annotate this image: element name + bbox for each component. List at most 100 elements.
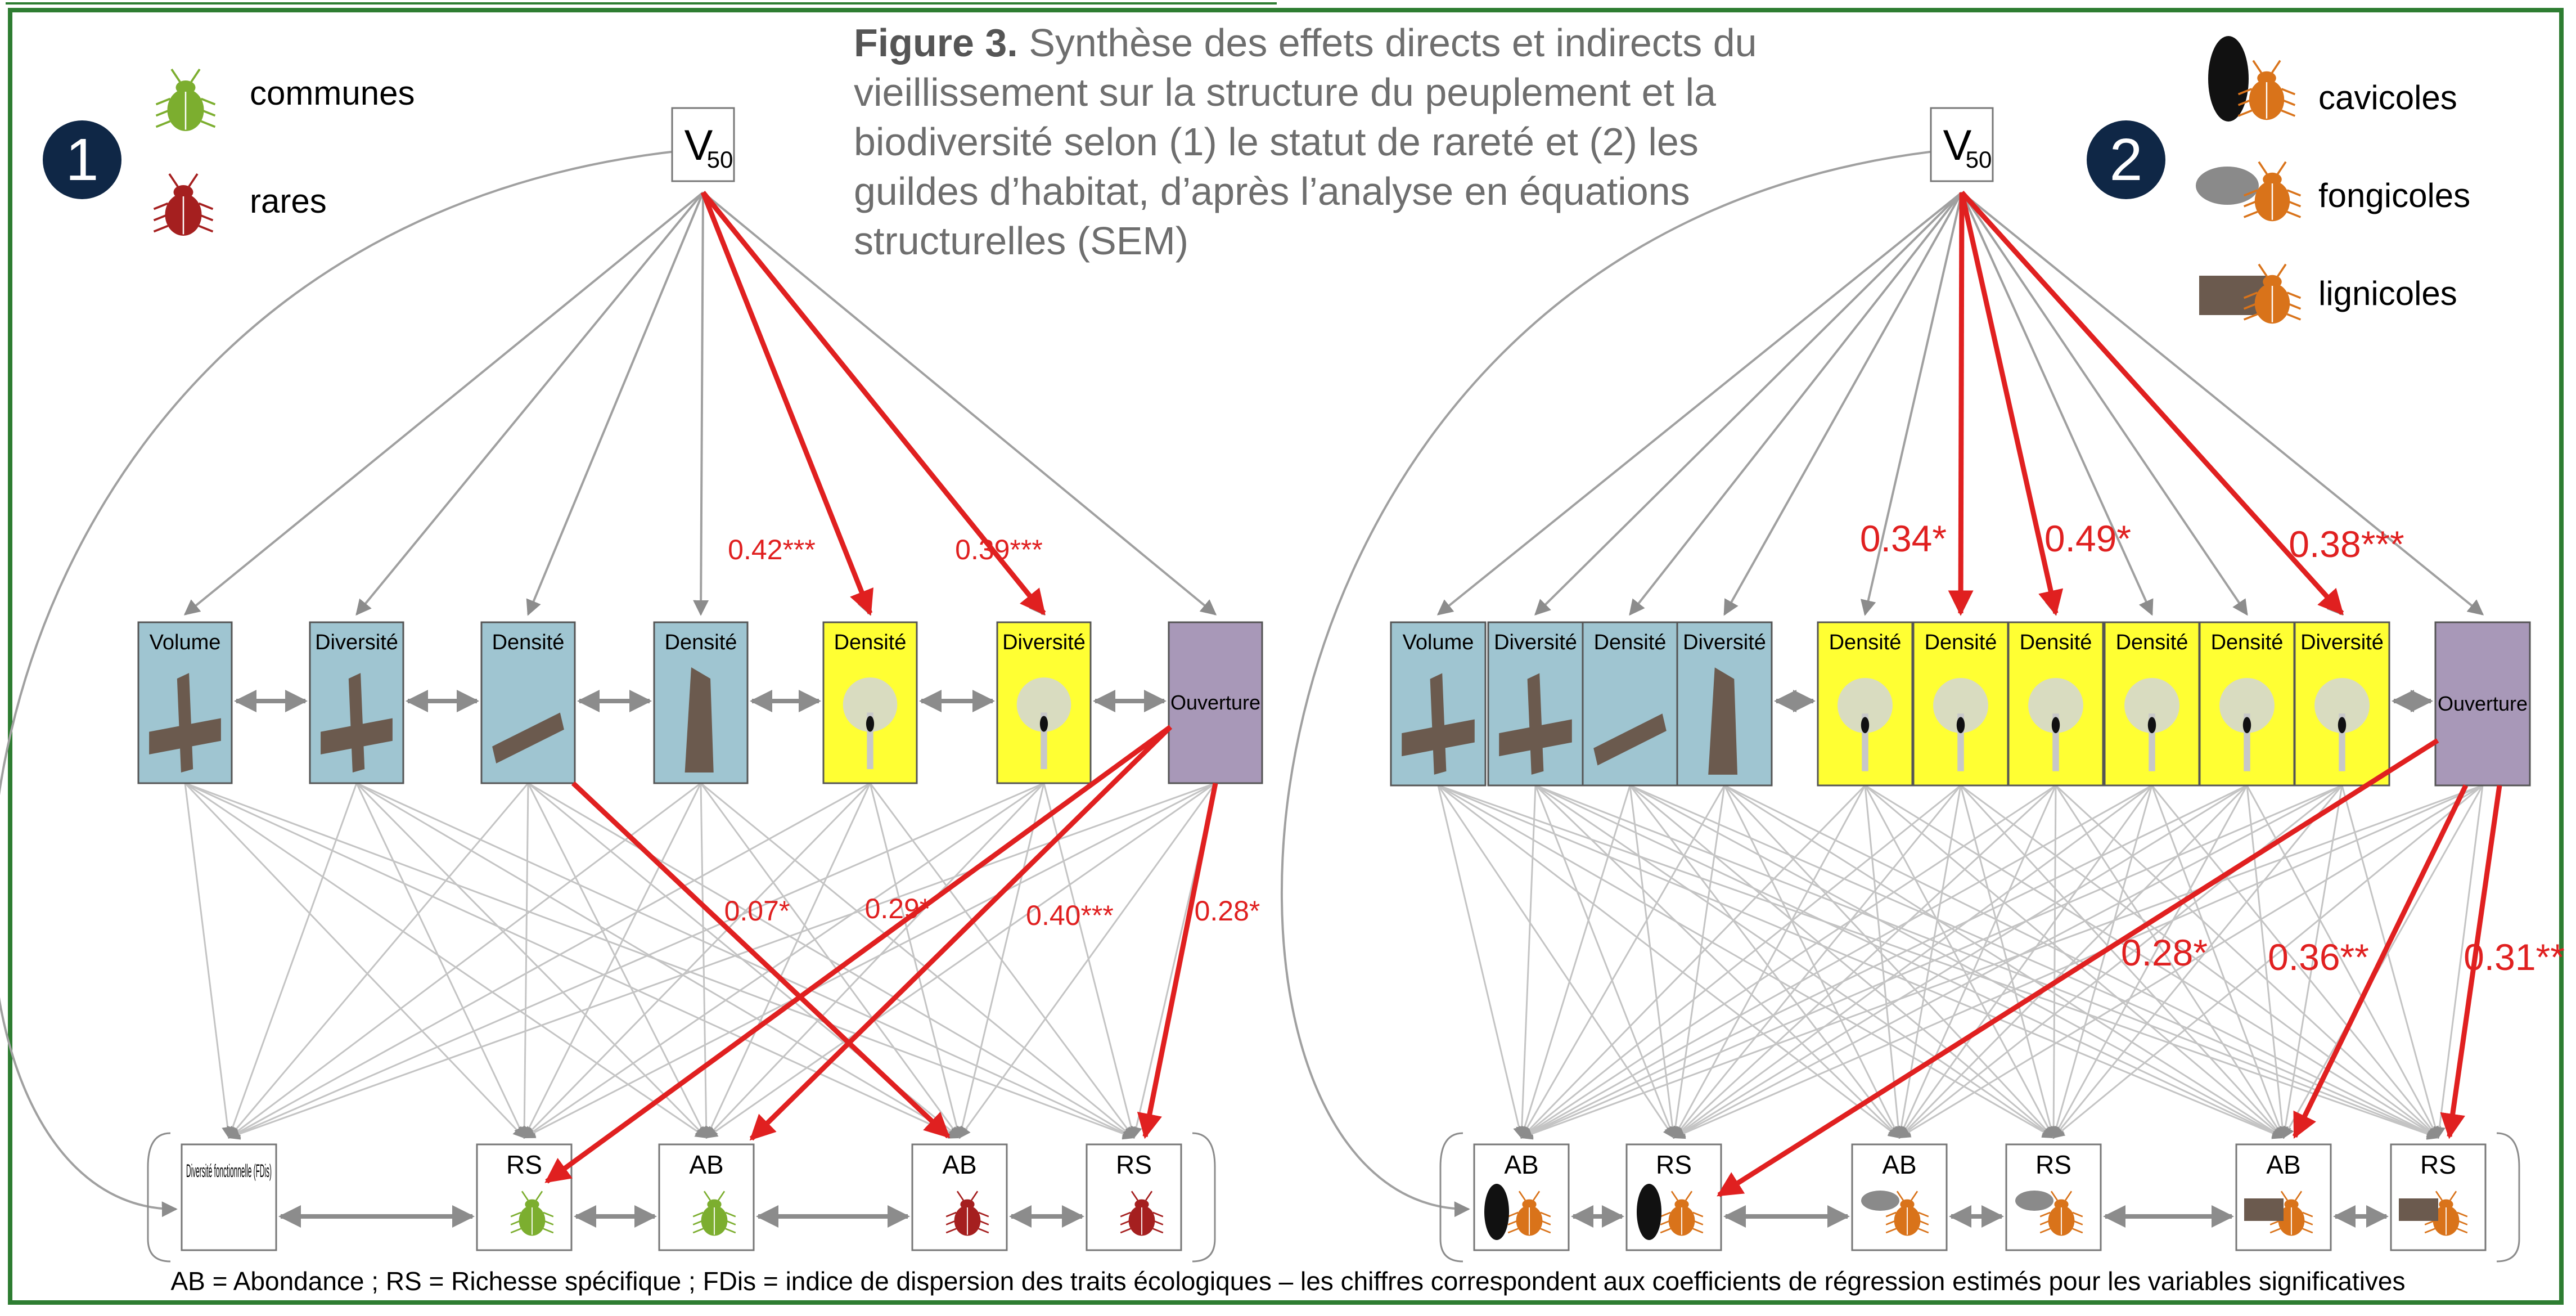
p1-path-root-mid xyxy=(693,192,709,616)
p2-path-mid-bot xyxy=(1629,785,1679,1139)
p1-mid-node-3: Densité xyxy=(653,621,749,784)
cavity-beetle-icon xyxy=(1507,1191,1551,1236)
p2-coef-0: 0.34* xyxy=(1860,518,1947,559)
p2-path-mid-bot xyxy=(1898,785,2153,1139)
p1-path-mid-bot xyxy=(518,783,530,1139)
wood-icon xyxy=(2399,1198,2438,1221)
p1-mid-label-6: Ouverture xyxy=(1170,691,1260,714)
p2-path-mid-bot xyxy=(1534,785,1676,1139)
p2-path-mid-bot xyxy=(1535,784,2439,1139)
p1-coef-4: 0.40*** xyxy=(1026,900,1114,931)
p2-root-box xyxy=(1930,107,1994,182)
p1-path-mid-bot xyxy=(958,783,1217,1139)
p2-badge: 2 xyxy=(2087,120,2165,199)
p1-path-mid-bot xyxy=(228,782,1044,1139)
p2-badge-circle xyxy=(2087,120,2165,199)
p2-path-mid-bot xyxy=(1438,784,1901,1139)
p1-sig-path-1 xyxy=(701,191,1046,616)
p2-mid-node-8: Densité xyxy=(2199,621,2295,787)
p1-path-mid-bot xyxy=(705,783,871,1139)
deadwood-log-icon xyxy=(1499,673,1572,775)
p2-path-root-mid xyxy=(1436,191,1963,616)
p1-sig-path-2 xyxy=(571,781,951,1139)
p1-bot-box-0 xyxy=(181,1143,277,1251)
p2-path-mid-bot xyxy=(1520,785,1726,1139)
habitat-tree-icon xyxy=(1016,677,1071,769)
p2-path-mid-bot xyxy=(1535,784,2285,1139)
p1-path-mid-bot xyxy=(705,782,1216,1139)
p1-path-mid-bot xyxy=(356,782,1135,1139)
p2-path-mid-bot xyxy=(2052,785,2248,1139)
p2-mid-node-2-label: Densité xyxy=(1594,631,1667,654)
p1-path-mid-bot xyxy=(700,782,1135,1139)
beetle-green-icon xyxy=(692,1191,736,1236)
p1-mid-node-1-label: Diversité xyxy=(315,631,398,654)
beetle-green-icon xyxy=(510,1191,554,1236)
p1-root-label: V xyxy=(684,122,713,169)
p2-path-mid-bot xyxy=(1438,784,2439,1140)
p2-path-mid-bot xyxy=(1864,785,1904,1139)
p2-mid-node-4: Densité xyxy=(1817,621,1913,787)
habitat-tree-icon xyxy=(1933,677,1988,771)
p2-mid-node-1-label: Diversité xyxy=(1494,631,1577,654)
p1-root-node: V50 xyxy=(671,107,735,182)
habitat-tree-icon xyxy=(2219,677,2275,771)
snag-icon xyxy=(684,667,714,772)
p1-path-mid-bot xyxy=(228,782,701,1139)
p2-path-mid-bot xyxy=(2341,785,2442,1139)
p1-path-mid-bot xyxy=(227,783,358,1139)
p2-mid-node-7-label: Densité xyxy=(2116,631,2188,654)
p1-path-mid-bot xyxy=(184,782,961,1139)
p1-bot-node-3: AB xyxy=(911,1143,1008,1251)
p1-root-box xyxy=(671,107,735,182)
p2-path-root-mid xyxy=(1534,191,1963,616)
p2-bot-label-0: AB xyxy=(1504,1150,1538,1179)
p2-path-mid-bot xyxy=(1629,784,2439,1139)
p1-bracket-left xyxy=(147,1132,171,1263)
p2-path-mid-bot xyxy=(1723,784,2055,1139)
p1-path-mid-bot xyxy=(527,783,708,1139)
p2-path-mid-bot xyxy=(1438,784,2055,1139)
p2-mid-node-6-label: Densité xyxy=(2020,631,2092,654)
p1-bot-label-2: AB xyxy=(689,1150,723,1179)
p2-path-mid-bot xyxy=(1724,784,2439,1139)
p2-sig-path-4 xyxy=(2292,784,2469,1139)
p1-mid-node-5: Diversité xyxy=(996,621,1092,784)
p2-legend-cavicoles: cavicoles xyxy=(2318,79,2457,116)
p1-path-mid-bot xyxy=(1043,783,1137,1139)
p2-bot-node-0: AB xyxy=(1473,1143,1570,1251)
p2-path-root-curve xyxy=(1280,150,1940,1218)
p1-mid-node-2: Densité xyxy=(480,621,576,784)
p1-mid-node-0: Volume xyxy=(137,621,233,784)
p1-coef-3: 0.29* xyxy=(865,893,931,924)
p1-path-mid-bot xyxy=(956,783,1045,1139)
p2-mid-node-4-label: Densité xyxy=(1829,631,1902,654)
p2-path-mid-bot xyxy=(2246,785,2439,1139)
p2-path-root-mid xyxy=(1723,192,1963,616)
p2-path-mid-bot xyxy=(2279,785,2343,1139)
wood-icon xyxy=(2244,1198,2284,1221)
p2-badge-number: 2 xyxy=(2110,127,2143,193)
p2-path-mid-bot xyxy=(1520,784,1961,1139)
p2-path-mid-bot xyxy=(2151,785,2439,1139)
p2-path-mid-bot xyxy=(1673,785,1866,1139)
p2-path-mid-bot xyxy=(1520,784,2056,1139)
p2-bot-node-5: RS xyxy=(2390,1143,2487,1251)
p1-path-root-mid xyxy=(355,191,704,616)
p2-path-mid-bot xyxy=(1898,784,2343,1139)
p2-path-mid-bot xyxy=(1438,784,2285,1139)
figure-frame xyxy=(8,8,2564,1305)
deadwood-log-icon xyxy=(149,673,221,772)
p2-path-mid-bot xyxy=(2151,785,2286,1139)
caption-text: Synthèse des effets directs et indirects… xyxy=(854,21,1757,263)
p1-path-mid-bot xyxy=(184,782,525,1139)
p1-path-mid-bot xyxy=(523,783,702,1139)
p1-legend-communes: communes xyxy=(250,74,415,112)
p1-path-mid-bot xyxy=(228,782,871,1139)
p1-bot-node-2: AB xyxy=(658,1143,755,1251)
p1-path-mid-bot xyxy=(184,783,234,1139)
p2-mid-node-7: Densité xyxy=(2104,621,2200,787)
p1-path-mid-bot xyxy=(355,783,525,1139)
p2-coef-3: 0.28* xyxy=(2121,932,2208,973)
